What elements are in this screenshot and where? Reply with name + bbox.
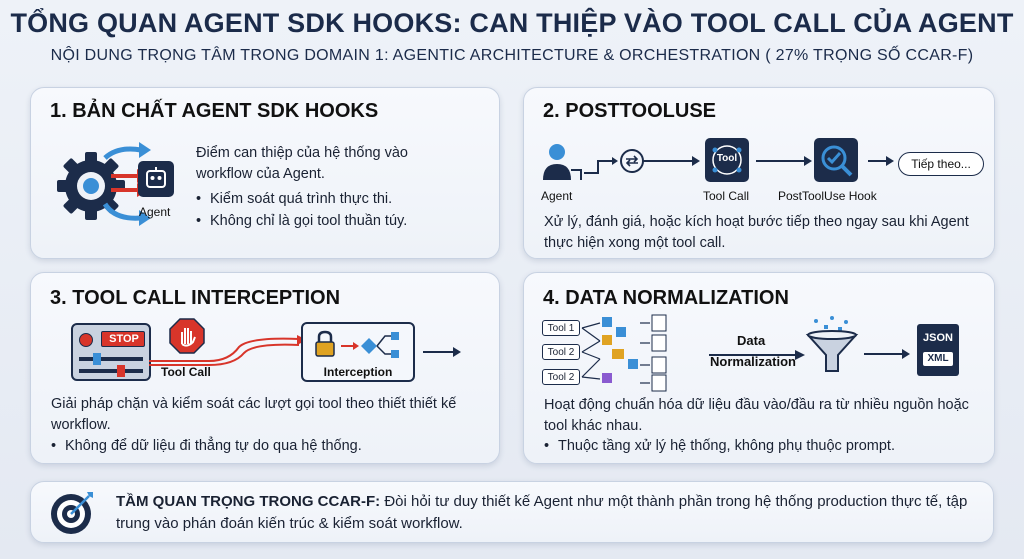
- next-step-label: Tiếp theo...: [911, 157, 971, 171]
- stop-badge: STOP: [101, 331, 145, 347]
- card-data-normalization: 4. DATA NORMALIZATION Tool 1 Tool 2 Tool…: [523, 272, 995, 464]
- norm-arrow: [709, 350, 805, 360]
- banner-description: Đòi hỏi tư duy thiết kế Agent như một th…: [116, 493, 968, 532]
- banner-text: TẦM QUAN TRỌNG TRONG CCAR-F: Đòi hỏi tư …: [116, 491, 976, 535]
- funnel-icon: [805, 316, 859, 372]
- tool-icon-text: Tool: [716, 153, 738, 164]
- bullet-item: Kiểm soát quá trình thực thi.: [196, 189, 476, 210]
- card-title: 2. POSTTOOLUSE: [543, 100, 716, 122]
- data-scatter-icon: [581, 314, 667, 392]
- tool-chip-label: Tool 1: [547, 323, 575, 334]
- card-posttooluse: 2. POSTTOOLUSE Agent Tool Tool Call: [523, 87, 995, 259]
- banner-label: TẦM QUAN TRỌNG TRONG CCAR-F:: [116, 493, 381, 510]
- bullet-item: Không chỉ là gọi tool thuần túy.: [196, 211, 476, 232]
- tool-chip: Tool 2: [542, 369, 580, 385]
- card-text: Điểm can thiệp của hệ thống vào workflow…: [196, 145, 408, 182]
- lock-icon: [315, 330, 335, 357]
- tool-chip: Tool 2: [542, 344, 580, 360]
- bullet-item: Thuộc tầng xử lý hệ thống, không phụ thu…: [544, 436, 984, 457]
- red-light: [79, 333, 93, 347]
- tool-call-label: Tool Call: [161, 365, 211, 379]
- flow-arrows: [584, 156, 894, 174]
- json-file-icon: JSON XML: [917, 324, 959, 376]
- card-title: 3. TOOL CALL INTERCEPTION: [50, 287, 341, 309]
- importance-banner: TẦM QUAN TRỌNG TRONG CCAR-F: Đòi hỏi tư …: [30, 481, 994, 543]
- card-title: 1. BẢN CHẤT AGENT SDK HOOKS: [50, 100, 379, 122]
- card-text: Giải pháp chặn và kiểm soát các lượt gọi…: [51, 396, 457, 433]
- process-icon: [620, 149, 644, 173]
- slider-bar: [79, 357, 143, 361]
- agent-person-icon: [543, 144, 582, 180]
- workflow-icon: [341, 332, 399, 358]
- card-title: 4. DATA NORMALIZATION: [543, 287, 789, 309]
- agent-label: Agent: [541, 189, 573, 203]
- xml-badge: XML: [923, 352, 953, 366]
- result-arrow: [864, 349, 910, 359]
- norm-label-1: Data: [737, 333, 766, 348]
- card-tool-call-interception: 3. TOOL CALL INTERCEPTION STOP Tool Call: [30, 272, 500, 464]
- interception-box: Interception: [301, 322, 415, 382]
- gear-icon: [57, 152, 125, 220]
- stop-hand-icon: [169, 318, 205, 354]
- target-icon: [51, 492, 93, 534]
- tool-chip-label: Tool 2: [547, 372, 575, 383]
- norm-label-2: Normalization: [710, 354, 796, 369]
- agent-label: Agent: [139, 205, 171, 219]
- stop-text: STOP: [109, 333, 139, 345]
- hook-label: PostToolUse Hook: [778, 189, 877, 203]
- card-text: Xử lý, đánh giá, hoặc kích hoạt bước tiế…: [544, 214, 969, 251]
- xml-label: XML: [927, 353, 949, 364]
- tool-chip: Tool 1: [542, 320, 580, 336]
- page-title: TỔNG QUAN AGENT SDK HOOKS: CAN THIỆP VÀO…: [10, 8, 1014, 38]
- card-agent-sdk-hooks: 1. BẢN CHẤT AGENT SDK HOOKS: [30, 87, 500, 259]
- tool-icon: Tool: [705, 138, 749, 182]
- slider-bar: [79, 369, 143, 373]
- tool-call-label: Tool Call: [703, 189, 750, 203]
- next-step-pill: Tiếp theo...: [898, 152, 984, 176]
- tool-chip-label: Tool 2: [547, 347, 575, 358]
- agent-icon: [138, 161, 174, 197]
- card-text: Hoạt động chuẩn hóa dữ liệu đầu vào/đầu …: [544, 397, 969, 434]
- slider-knob: [93, 353, 101, 365]
- interception-label: Interception: [323, 365, 393, 379]
- page-subtitle: NỘI DUNG TRỌNG TÂM TRONG DOMAIN 1: AGENT…: [50, 47, 974, 64]
- slider-knob: [117, 365, 125, 377]
- bullet-item: Không để dữ liệu đi thẳng tự do qua hệ t…: [51, 436, 491, 457]
- json-label: JSON: [923, 332, 953, 344]
- control-panel-icon: STOP: [71, 323, 151, 381]
- output-arrow: [423, 347, 461, 357]
- magnifier-check-icon: [814, 138, 858, 182]
